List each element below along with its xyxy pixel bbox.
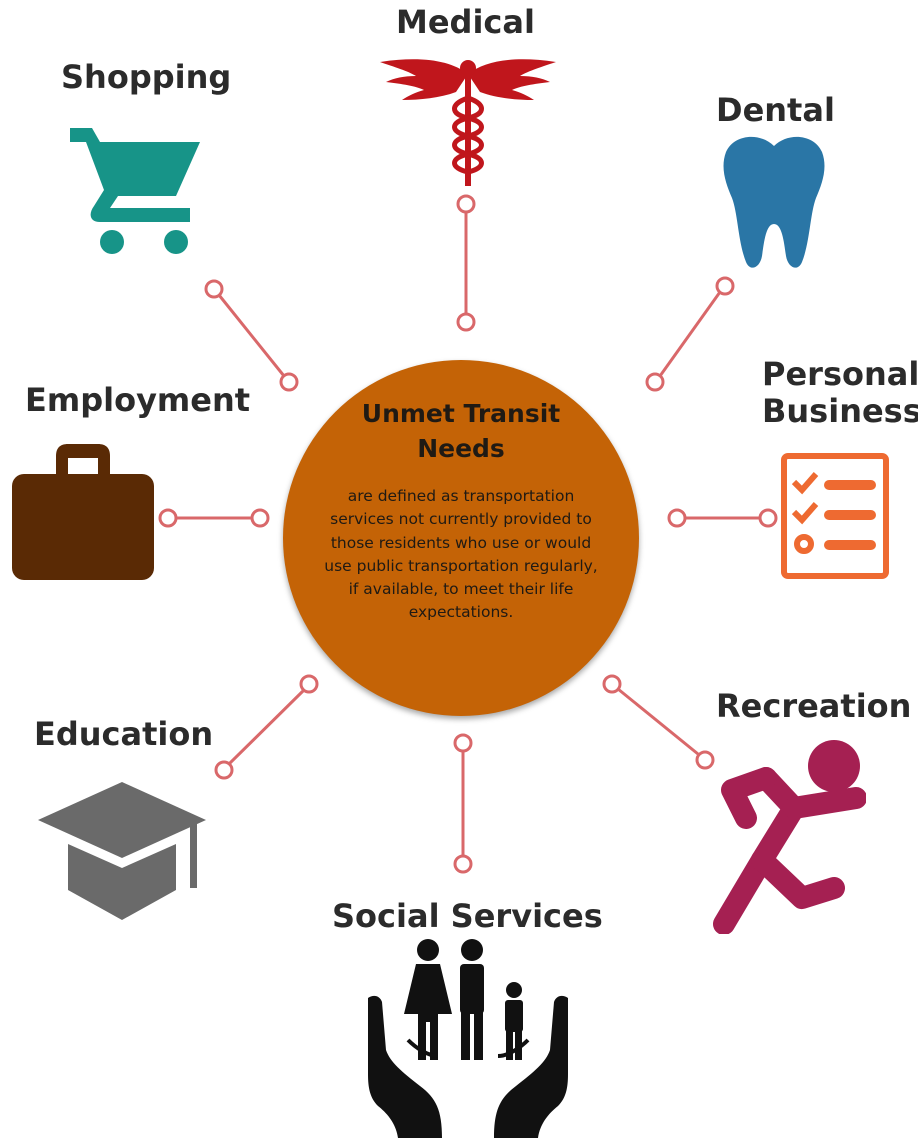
runner-icon — [713, 740, 866, 934]
caduceus-icon — [380, 59, 556, 186]
connector-node — [158, 508, 178, 528]
connector-node — [456, 312, 476, 332]
briefcase-icon — [12, 444, 154, 580]
connector-node — [250, 508, 270, 528]
connector-node — [299, 674, 319, 694]
graduation-cap-icon — [38, 782, 206, 920]
checklist-icon — [781, 453, 889, 579]
label-recreation: Recreation — [716, 687, 912, 725]
connector-node — [715, 276, 735, 296]
connector-node — [453, 854, 473, 874]
connector-node — [645, 372, 665, 392]
connector-node — [758, 508, 778, 528]
shopping-cart-icon — [70, 128, 200, 254]
center-title: Unmet Transit Needs — [361, 399, 561, 463]
label-medical: Medical — [396, 3, 535, 41]
center-circle: Unmet Transit Needs are defined as trans… — [283, 360, 639, 716]
connector-node — [279, 372, 299, 392]
label-education: Education — [34, 715, 214, 753]
label-dental: Dental — [716, 91, 835, 129]
connector-node — [453, 733, 473, 753]
family-in-hands-icon — [368, 939, 568, 1138]
connector-node — [456, 194, 476, 214]
label-personal-business: Personal Business — [762, 355, 918, 430]
connector-node — [204, 279, 224, 299]
connector-node — [214, 760, 234, 780]
label-social-services: Social Services — [332, 897, 603, 935]
tooth-icon — [723, 136, 825, 268]
center-description: are defined as transportation services n… — [324, 487, 598, 622]
label-shopping: Shopping — [61, 58, 232, 96]
connector-node — [667, 508, 687, 528]
label-employment: Employment — [25, 381, 251, 419]
connector-node — [602, 674, 622, 694]
connector-node — [695, 750, 715, 770]
